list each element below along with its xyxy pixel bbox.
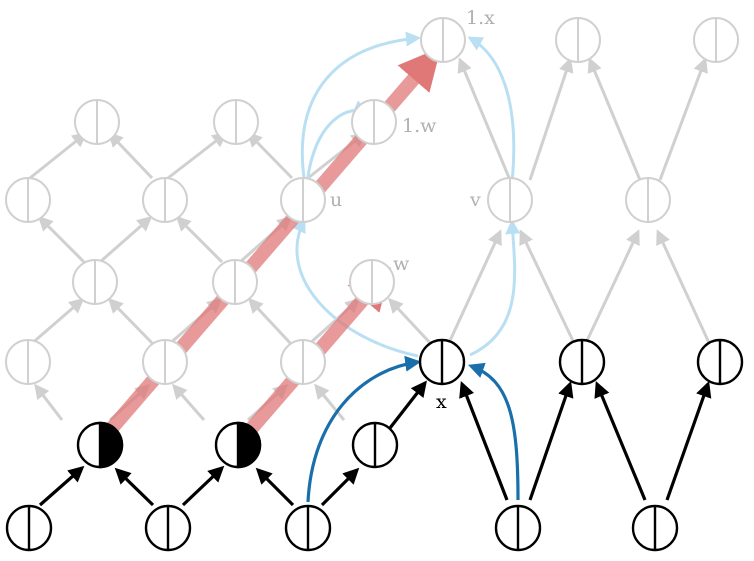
- edge: [388, 380, 427, 429]
- edge: [387, 297, 434, 347]
- node: [558, 338, 606, 386]
- node: [280, 177, 326, 223]
- edge: [107, 131, 154, 180]
- faded-nodes: [5, 17, 739, 385]
- light-blue-edges: [292, 31, 521, 358]
- edge: [656, 229, 712, 346]
- half-filled-node: [214, 421, 262, 469]
- edge: [99, 216, 153, 264]
- edge: [38, 465, 85, 507]
- node: [213, 99, 259, 145]
- edge: [167, 132, 228, 180]
- node: [420, 17, 466, 63]
- edge: [594, 381, 647, 501]
- node: [693, 17, 739, 63]
- node: [212, 259, 258, 305]
- edge: [314, 383, 346, 421]
- edge: [29, 132, 88, 180]
- edge: [583, 229, 640, 346]
- edge: [300, 31, 421, 186]
- edge: [246, 131, 294, 180]
- edge: [29, 298, 85, 347]
- node: [5, 177, 51, 223]
- label-1w: 1.w: [402, 115, 437, 137]
- edge: [665, 380, 712, 501]
- edge: [175, 215, 224, 264]
- edge: [107, 297, 156, 347]
- label-u: u: [330, 189, 342, 211]
- edge: [34, 383, 64, 421]
- node: [555, 17, 601, 63]
- edge: [459, 381, 509, 501]
- edge: [306, 355, 422, 503]
- labels: 1.x 1.w u v w x: [330, 7, 495, 413]
- edge: [292, 217, 419, 358]
- edge: [37, 215, 86, 264]
- edge: [320, 467, 360, 507]
- edge: [114, 467, 155, 507]
- edge: [457, 57, 512, 181]
- label-v: v: [469, 189, 481, 211]
- node: [487, 177, 533, 223]
- edge: [467, 36, 516, 183]
- node: [696, 338, 744, 386]
- node: [144, 504, 192, 552]
- edge: [446, 229, 502, 346]
- edge: [587, 57, 642, 181]
- node: [142, 177, 188, 223]
- node: [631, 504, 679, 552]
- node: [349, 259, 395, 305]
- edge: [469, 219, 521, 357]
- edge: [467, 362, 520, 501]
- label-1x: 1.x: [466, 7, 495, 29]
- black-nodes: [5, 338, 744, 552]
- edge: [528, 380, 574, 501]
- half-filled-node: [76, 421, 124, 469]
- node: [351, 99, 397, 145]
- node: [625, 177, 671, 223]
- edge: [519, 229, 577, 346]
- edge: [181, 465, 225, 507]
- edge: [247, 297, 294, 347]
- label-x: x: [436, 391, 447, 413]
- node: [280, 339, 326, 385]
- node: [5, 504, 53, 552]
- edge: [528, 57, 574, 181]
- node: [72, 259, 118, 305]
- node: [351, 421, 399, 469]
- node: [418, 338, 466, 386]
- node: [494, 504, 542, 552]
- black-edges: [38, 380, 712, 507]
- edge: [172, 383, 206, 421]
- edge: [255, 467, 295, 507]
- node: [284, 504, 332, 552]
- node: [5, 339, 51, 385]
- node: [74, 99, 120, 145]
- node: [142, 339, 188, 385]
- label-w: w: [393, 253, 410, 275]
- dark-blue-edges: [306, 355, 520, 503]
- edge: [658, 57, 708, 181]
